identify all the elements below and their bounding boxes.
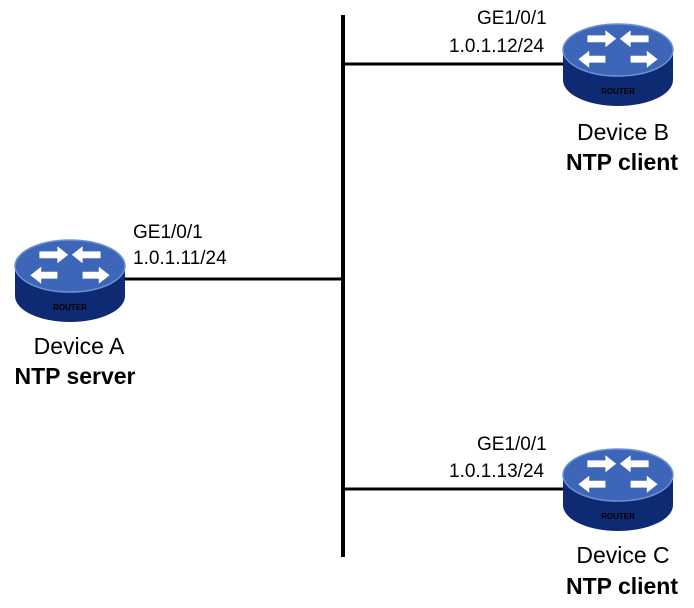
device-a-role: NTP server: [14, 363, 135, 389]
device-a-ip: 1.0.1.11/24: [133, 248, 227, 269]
device-b-role: NTP client: [566, 149, 678, 175]
device-b-interface: GE1/0/1: [477, 8, 547, 29]
router-label: ROUTER: [601, 87, 635, 96]
device-b-ip: 1.0.1.12/24: [449, 36, 545, 57]
router-label: ROUTER: [53, 303, 87, 312]
device-a-interface: GE1/0/1: [133, 222, 203, 243]
device-c-name: Device C: [576, 542, 669, 568]
device-c-interface: GE1/0/1: [477, 434, 547, 455]
router-icon-device-a[interactable]: ROUTER: [14, 239, 126, 322]
device-c-ip: 1.0.1.13/24: [449, 461, 545, 482]
router-icon-device-b[interactable]: ROUTER: [562, 23, 674, 106]
router-icon-device-c[interactable]: ROUTER: [562, 448, 674, 531]
device-a-name: Device A: [34, 333, 125, 359]
device-b-name: Device B: [577, 119, 669, 145]
router-label: ROUTER: [601, 512, 635, 521]
device-c-role: NTP client: [566, 573, 678, 599]
